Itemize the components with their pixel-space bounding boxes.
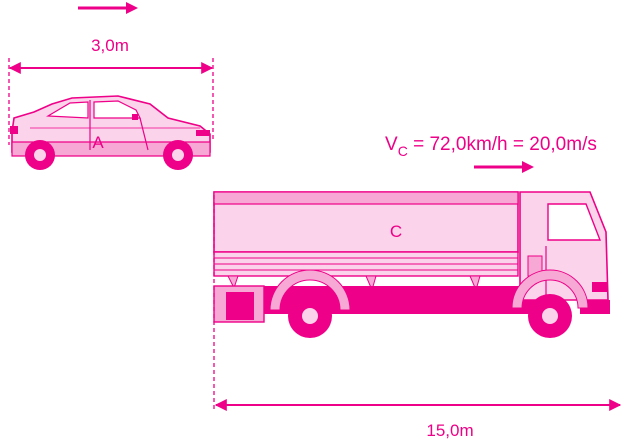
velocity-symbol: V [385,134,398,155]
velocity-subscript: C [398,143,408,159]
velocity-value: = 72,0km/h = 20,0m/s [408,134,597,155]
car-length-dimension [8,58,214,145]
truck-motion-arrow [474,161,534,173]
car-length-label: 3,0m [91,36,129,55]
truck-letter-label: C [390,222,402,241]
car-motion-arrow [78,2,138,14]
car-letter-label: A [92,133,104,152]
car-a [10,95,211,170]
truck-length-label: 15,0m [426,421,473,440]
velocity-label: VC = 72,0km/h = 20,0m/s [385,134,597,159]
truck-c [213,191,610,338]
truck-length-dimension [213,195,622,411]
